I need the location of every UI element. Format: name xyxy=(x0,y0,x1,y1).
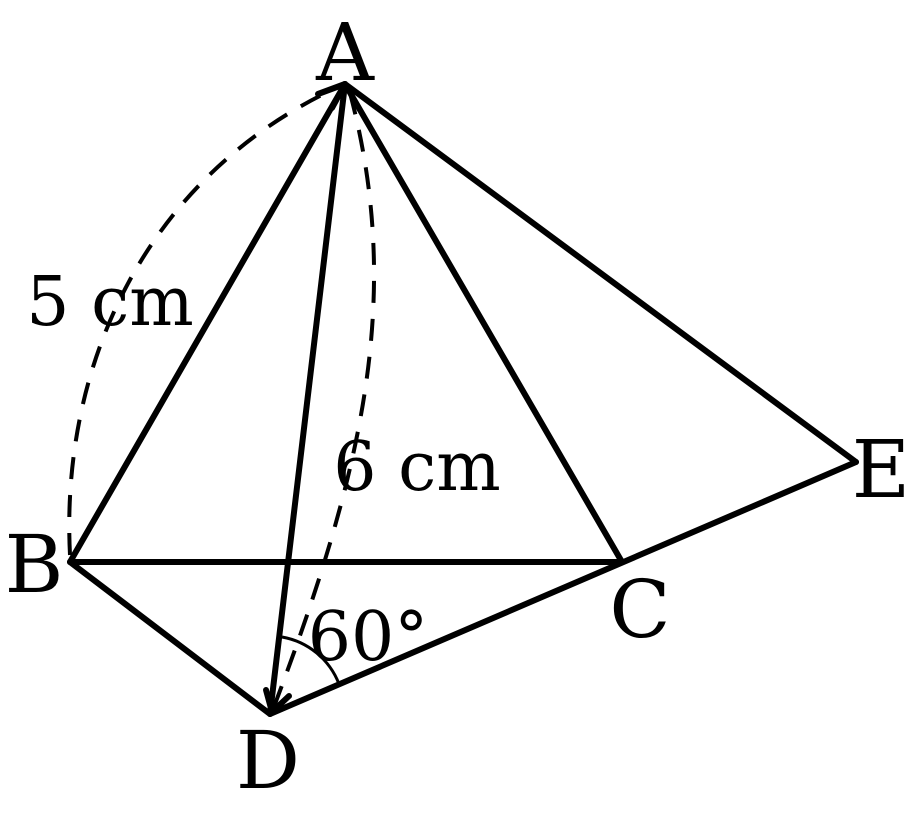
vertex-label-e: E xyxy=(852,423,910,516)
vertex-label-d: D xyxy=(236,714,300,807)
vertex-label-b: B xyxy=(5,518,64,611)
vertex-label-a: A xyxy=(315,6,375,99)
vertex-label-c: C xyxy=(609,563,670,656)
segment-ab xyxy=(67,81,348,565)
length-label-ad: 6 cm xyxy=(333,428,500,507)
arrowhead-at-d xyxy=(263,687,292,715)
dashed-arc-ab xyxy=(67,82,346,556)
arrowhead-at-a xyxy=(315,81,348,111)
segment-ad xyxy=(267,81,348,717)
length-label-ab: 5 cm xyxy=(26,263,193,342)
angle-label-d: 60° xyxy=(308,598,429,677)
segment-de xyxy=(267,459,859,717)
segment-bd xyxy=(67,559,273,717)
dashed-arc-ad xyxy=(270,92,377,713)
angle-arc-d xyxy=(281,635,341,685)
segment-ae xyxy=(342,81,859,465)
segment-ac xyxy=(342,81,625,565)
